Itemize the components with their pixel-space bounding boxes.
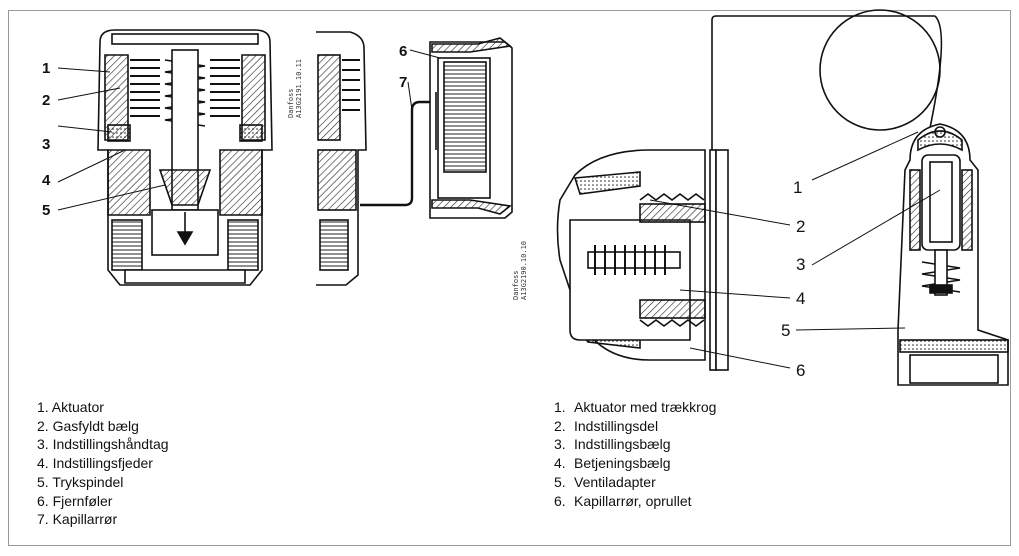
left-legend-item: 6. Fjernføler (37, 492, 113, 509)
right-callout-2: 2 (796, 217, 805, 236)
left-callout-3: 3 (42, 136, 50, 153)
right-legend-item: 4.Betjeningsbælg (554, 455, 671, 472)
right-actuator-drawing (556, 149, 729, 371)
left-legend: 1. Aktuator 2. Gasfyldt bælg 3. Indstill… (37, 398, 169, 529)
right-leader-lines (649, 131, 941, 369)
right-legend-item: 3.Indstillingsbælg (554, 436, 671, 453)
svg-text:A13G2191.10.11: A13G2191.10.11 (295, 59, 303, 118)
left-callout-1: 1 (42, 60, 50, 77)
right-callout-6: 6 (796, 361, 805, 380)
left-leader-lines (57, 49, 441, 211)
left-callout-4: 4 (42, 172, 51, 189)
left-legend-item: 3. Indstillingshåndtag (37, 436, 169, 453)
right-legend-item: 2.Indstillingsdel (554, 417, 659, 434)
left-callout-6: 6 (399, 43, 407, 60)
coiled-capillary (711, 9, 943, 150)
figure-frame (8, 10, 1011, 546)
left-legend-item: 7. Kapillarrør (37, 511, 118, 528)
right-legend-item: 5.Ventiladapter (554, 473, 656, 490)
left-callouts: 1 2 3 4 5 6 7 (42, 43, 407, 219)
left-callout-2: 2 (42, 92, 50, 109)
left-legend-item: 4. Indstillingsfjeder (37, 455, 153, 472)
valve-adapter-drawing (897, 123, 1009, 386)
remote-sensor-drawing (429, 37, 513, 219)
left-legend-item: 5. Trykspindel (37, 473, 124, 490)
right-callout-3: 3 (796, 255, 805, 274)
left-callout-5: 5 (42, 202, 50, 219)
svg-text:Danfoss: Danfoss (287, 88, 295, 118)
right-callout-1: 1 (793, 178, 802, 197)
left-callout-7: 7 (399, 74, 407, 91)
right-legend-item: 6.Kapillarrør, oprullet (554, 492, 692, 509)
left-actuator-drawing (97, 29, 273, 286)
right-callout-4: 4 (796, 289, 805, 308)
svg-text:Danfoss: Danfoss (512, 270, 520, 300)
svg-text:A13G2190.10.10: A13G2190.10.10 (520, 241, 528, 300)
right-legend-item: 1.Aktuator med trækkrog (554, 399, 717, 415)
right-legend: 1.Aktuator med trækkrog 2.Indstillingsde… (554, 398, 716, 510)
right-callout-5: 5 (781, 321, 790, 340)
left-legend-item: 1. Aktuator (37, 399, 104, 415)
brand-code-1: Danfoss A13G2191.10.11 (287, 59, 303, 118)
left-legend-item: 2. Gasfyldt bælg (37, 417, 139, 434)
brand-code-2: Danfoss A13G2190.10.10 (512, 241, 528, 300)
left-section-strip (316, 31, 430, 286)
right-callouts: 1 2 3 4 5 6 (781, 178, 805, 380)
